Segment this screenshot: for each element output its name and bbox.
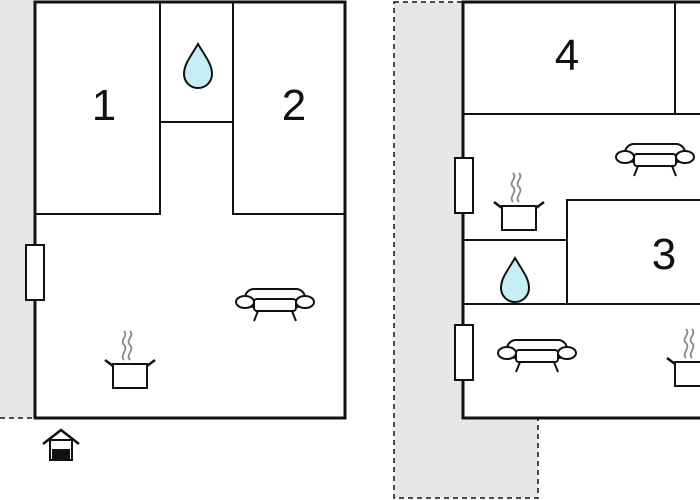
- window-icon: [25, 244, 45, 301]
- room-label-1: 1: [92, 81, 116, 130]
- interior-walls-right: [463, 2, 700, 305]
- terrace-left: [0, 0, 35, 419]
- window-icon: [454, 324, 474, 381]
- room-label-2: 2: [282, 81, 306, 130]
- window-icon: [454, 157, 474, 214]
- room-bedroom-2: 2: [233, 2, 345, 214]
- room-label-4: 4: [555, 31, 579, 80]
- unit-left: 1 2: [25, 0, 347, 461]
- entrance-icon: [42, 420, 80, 461]
- unit-right: 4 3: [454, 0, 700, 420]
- room-bedroom-1: 1: [35, 2, 160, 214]
- room-label-3: 3: [652, 230, 676, 279]
- interior-walls-left: [35, 2, 345, 215]
- room-bedroom-4: 4: [463, 2, 675, 114]
- outer-wall-left: [33, 0, 347, 420]
- room-bedroom-3: 3: [567, 200, 700, 304]
